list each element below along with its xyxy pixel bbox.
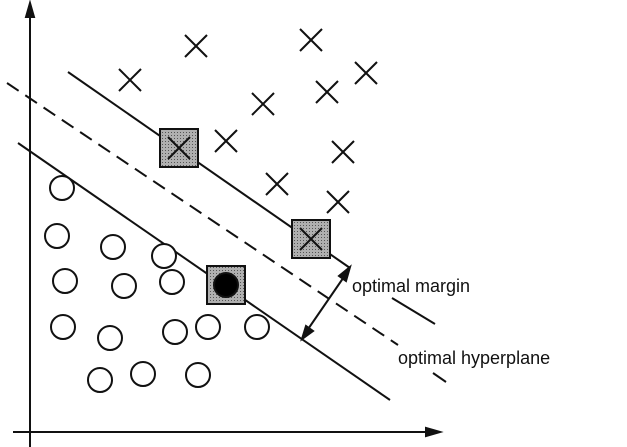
circle-point [49, 175, 75, 201]
cross-point [331, 140, 355, 164]
circle-point [162, 319, 188, 345]
circle-point [97, 325, 123, 351]
circle-point [87, 367, 113, 393]
cross-point [214, 129, 238, 153]
circle-point [111, 273, 137, 299]
upper-margin-line-tail [391, 297, 436, 325]
support-vector-circle [213, 272, 239, 298]
circle-point [185, 362, 211, 388]
circle-point [130, 361, 156, 387]
circle-point [195, 314, 221, 340]
optimal-margin-label: optimal margin [352, 276, 470, 296]
margin-arrowhead-top [337, 264, 352, 283]
x-axis-arrow [425, 426, 444, 438]
cross-point [251, 92, 275, 116]
cross-point [326, 190, 350, 214]
y-axis-arrow [24, 0, 36, 18]
cross-point [184, 34, 208, 58]
circle-point [151, 243, 177, 269]
circle-point [52, 268, 78, 294]
circle-point [44, 223, 70, 249]
cross-point [315, 80, 339, 104]
cross-point [265, 172, 289, 196]
optimal-hyperplane-line [6, 82, 399, 346]
cross-point [299, 28, 323, 52]
lower-margin-line [17, 142, 391, 401]
circle-point [50, 314, 76, 340]
cross-point [118, 68, 142, 92]
circle-point [244, 314, 270, 340]
support-vector-cross [299, 227, 323, 251]
hyperplane-tail [432, 372, 447, 383]
margin-arrowhead-bottom [300, 324, 315, 342]
margin-arrow [303, 270, 349, 336]
circle-point [159, 269, 185, 295]
optimal-hyperplane-label: optimal hyperplane [398, 348, 550, 368]
circle-point [100, 234, 126, 260]
support-vector-cross [167, 136, 191, 160]
cross-point [354, 61, 378, 85]
